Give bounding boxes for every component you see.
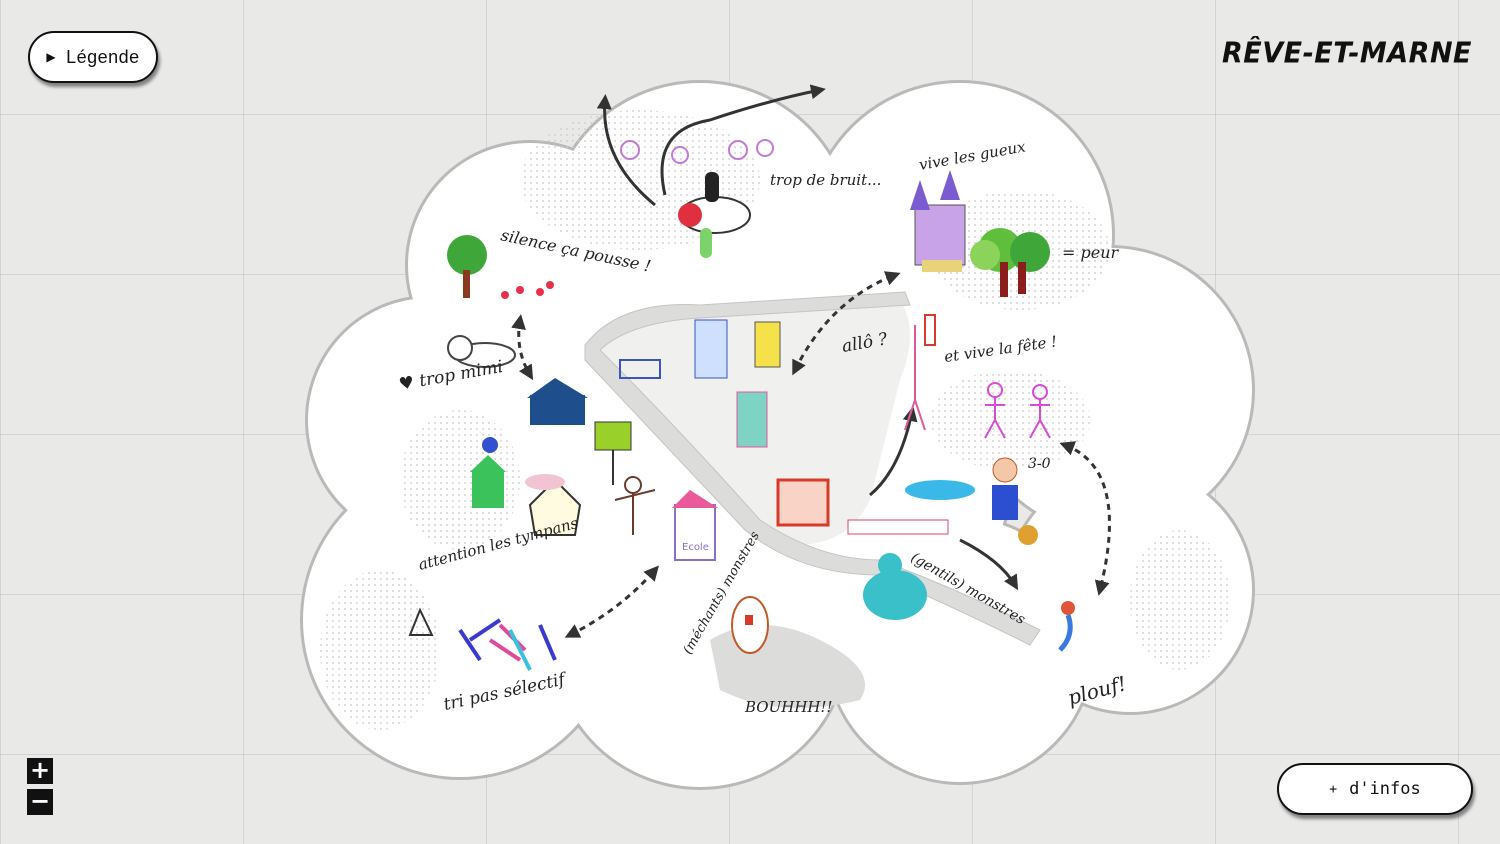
drawing-cat (447, 335, 516, 368)
drawing-phone-person (904, 314, 936, 431)
drawing-green-house (470, 437, 506, 508)
label-trop-de-bruit: trop de bruit... (770, 171, 881, 189)
drawing-noise-creature (678, 172, 751, 258)
warning-icon (408, 607, 434, 636)
drawing-footballer (992, 457, 1038, 545)
label-score: 3-0 (1028, 456, 1051, 472)
plus-icon: + (1329, 781, 1338, 797)
legend-button[interactable]: ▶ Légende (28, 31, 158, 83)
drawing-monster-bad (731, 596, 769, 654)
drawing-blue-house (527, 378, 588, 425)
drawing-scribble (458, 618, 557, 671)
school-label: Ecole (682, 542, 709, 553)
drawing-stadium (847, 480, 975, 535)
arrows (511, 84, 1111, 638)
drawing-bushes (970, 228, 1050, 297)
drawing-mermaid (1058, 601, 1075, 652)
site-title[interactable]: RÊVE-ET-MARNE (1222, 37, 1472, 70)
drawing-castle (910, 170, 966, 272)
drawing-sign (594, 421, 632, 485)
drawing-monster-good (863, 553, 927, 620)
drawing-cottage (525, 474, 582, 536)
drawing-buildings (619, 319, 781, 448)
drawing-tree (447, 235, 554, 299)
drawing-dancers (984, 382, 1051, 439)
legend-label: Légende (66, 46, 140, 67)
zoom-in-button[interactable]: + (27, 758, 53, 784)
drawing-scarecrow (614, 476, 656, 535)
zoom-out-button[interactable]: − (27, 789, 53, 815)
more-info-button[interactable]: + d'infos (1277, 763, 1473, 815)
label-peur: = peur (1062, 243, 1120, 262)
drawing-school: Ecole (672, 490, 718, 561)
clouds-pink (620, 139, 774, 164)
drawing-gate (776, 478, 830, 527)
more-info-label: d'infos (1349, 779, 1421, 799)
triangle-right-icon: ▶ (46, 50, 57, 64)
label-bouh: BOUHHH!! (744, 698, 833, 716)
